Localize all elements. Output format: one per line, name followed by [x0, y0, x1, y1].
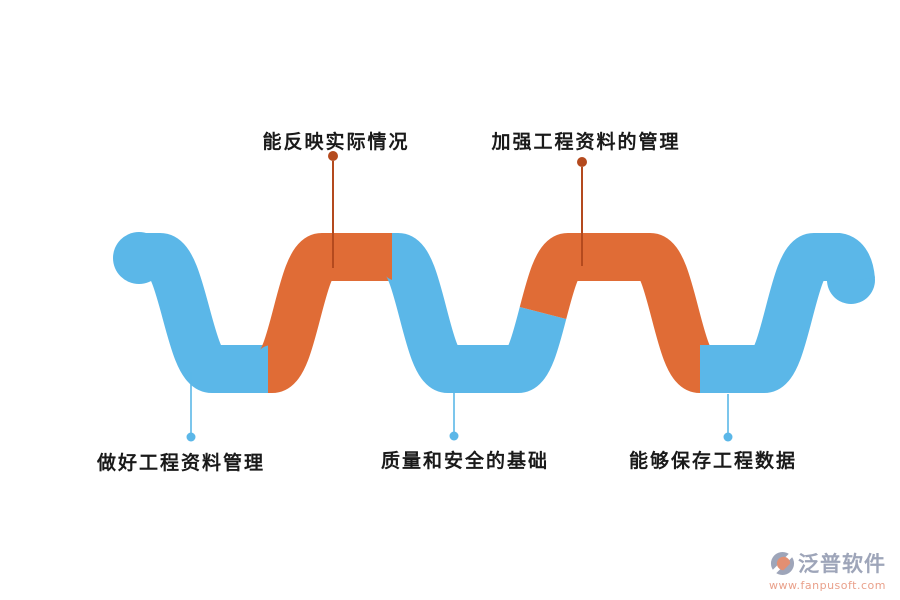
watermark-url: www.fanpusoft.com [769, 579, 886, 592]
fanpu-logo-icon [770, 550, 795, 576]
watermark-brand-text: 泛普软件 [798, 552, 886, 576]
wave-segment-orange-1 [257, 233, 392, 393]
wave-segment-blue-1 [138, 233, 268, 393]
watermark: 泛普软件 www.fanpusoft.com [769, 548, 886, 592]
connector-dot-top-1 [328, 151, 338, 161]
connector-dot-top-2 [577, 157, 587, 167]
top-label-1: 能反映实际情况 [262, 131, 410, 153]
wave-segment-orange-2 [519, 233, 715, 393]
logo-swirl [776, 556, 791, 570]
connector-dot-bottom-1 [186, 432, 196, 442]
wave-segment-blue-3 [700, 233, 875, 393]
top-label-2: 加强工程资料的管理 [491, 131, 681, 153]
bottom-label-3: 能够保存工程数据 [628, 450, 798, 472]
bottom-label-2: 质量和安全的基础 [380, 450, 550, 472]
wave-segment-blue-2 [383, 233, 567, 393]
connector-dot-bottom-2 [449, 431, 459, 441]
bottom-label-1: 做好工程资料管理 [96, 452, 266, 474]
watermark-brand-row: 泛普软件 [769, 548, 886, 578]
connector-dot-bottom-3 [723, 432, 733, 442]
